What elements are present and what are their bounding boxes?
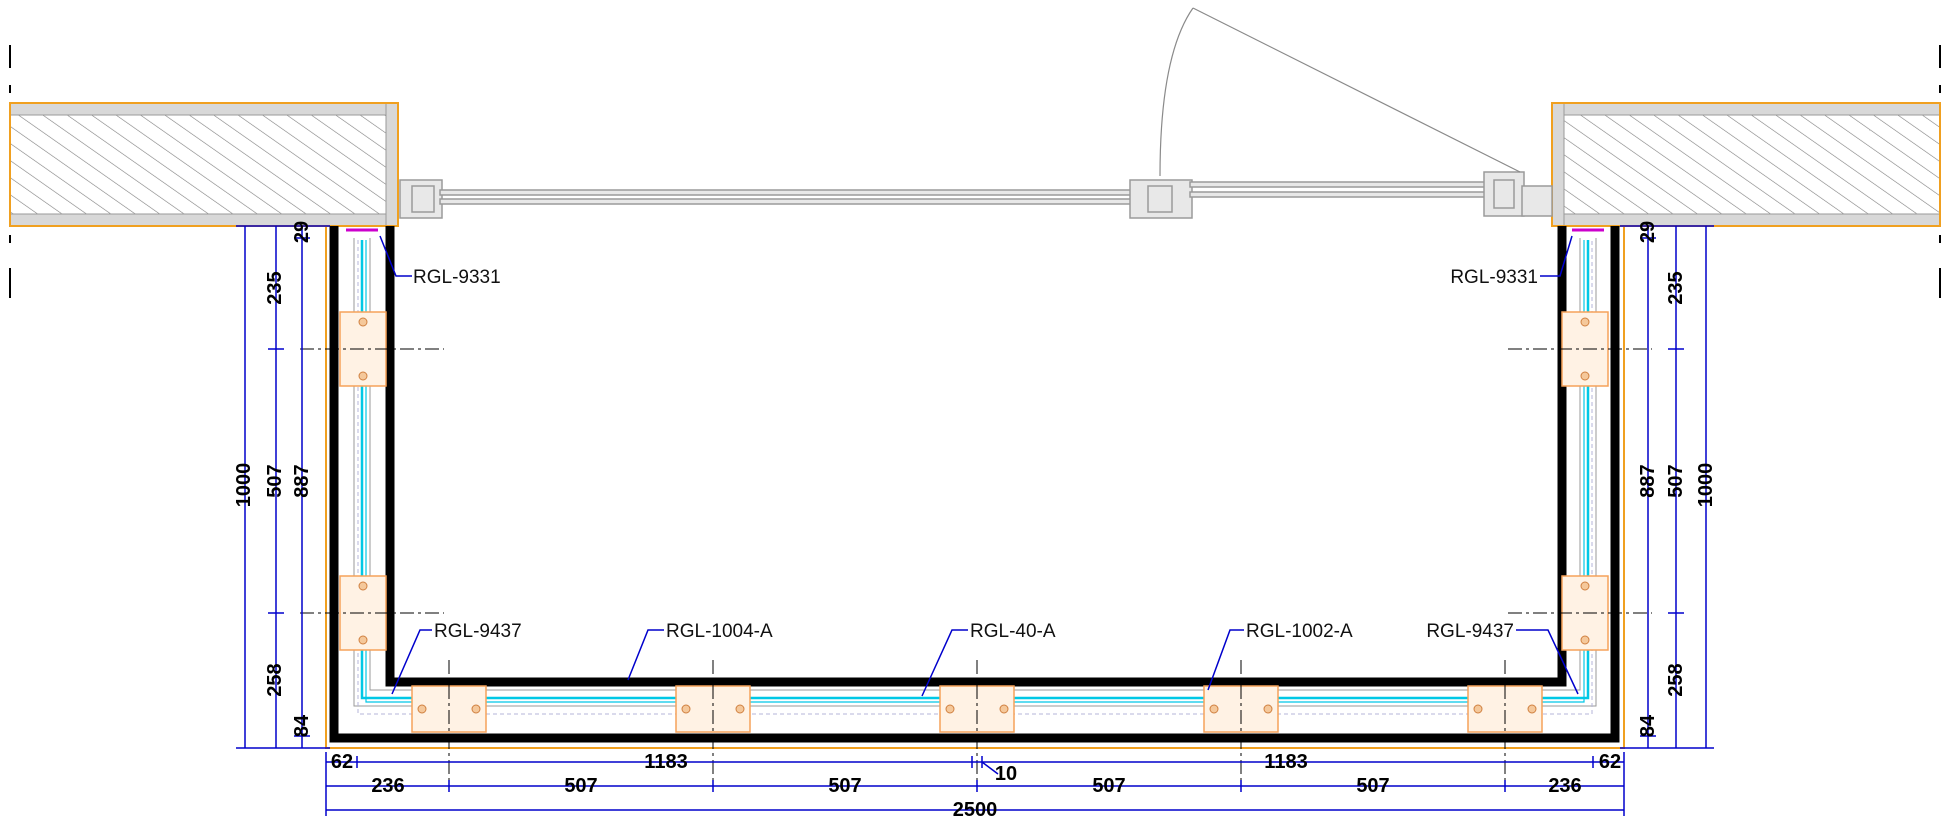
black-frame xyxy=(329,226,1620,743)
dim-row2-236-left: 236 xyxy=(371,775,404,797)
dim-row1-left1183: 1183 xyxy=(644,751,687,773)
left-wall xyxy=(9,102,399,227)
break-lines xyxy=(9,45,1941,298)
dimension-lines xyxy=(236,225,1714,816)
callout-labels: RGL-9331 RGL-9331 RGL-9437 RGL-1004-A RG… xyxy=(413,267,1538,642)
dim-right-887: 887 xyxy=(1637,464,1659,497)
glass-panels xyxy=(353,238,1597,715)
dim-right-84: 84 xyxy=(1637,714,1659,737)
dim-right-235: 235 xyxy=(1665,271,1687,304)
door-profiles xyxy=(399,171,1553,219)
callout-leaders xyxy=(379,235,1579,697)
bracket-bolts xyxy=(358,317,1590,714)
right-wall xyxy=(1551,102,1941,227)
dim-row2-507-3: 507 xyxy=(1092,775,1125,797)
dim-row1-left62: 62 xyxy=(331,751,353,773)
dim-left-235: 235 xyxy=(264,271,286,304)
dim-row2-507-4: 507 xyxy=(1356,775,1389,797)
dim-right-1000: 1000 xyxy=(1695,463,1717,508)
callout-bottom-2: RGL-40-A xyxy=(970,621,1056,642)
dim-left-507: 507 xyxy=(264,464,286,497)
dim-row1-right1183: 1183 xyxy=(1264,751,1307,773)
dim-left-84: 84 xyxy=(291,714,313,737)
dim-row2-236-right: 236 xyxy=(1548,775,1581,797)
dim-right-507: 507 xyxy=(1665,464,1687,497)
dim-row1-gap10: 10 xyxy=(995,763,1017,785)
callout-bottom-1: RGL-1004-A xyxy=(666,621,773,642)
dim-right-29: 29 xyxy=(1637,221,1659,243)
door-swing-arc xyxy=(1159,7,1521,177)
dim-left-258: 258 xyxy=(264,663,286,696)
dimension-texts: 29 235 507 258 84 887 1000 29 235 507 25… xyxy=(233,221,1717,821)
dim-row2-507-1: 507 xyxy=(564,775,597,797)
dim-right-258: 258 xyxy=(1665,663,1687,696)
callout-left-top: RGL-9331 xyxy=(413,267,501,288)
callout-left-bottom: RGL-9437 xyxy=(434,621,522,642)
dim-row2-507-2: 507 xyxy=(828,775,861,797)
dim-total-2500: 2500 xyxy=(953,799,998,821)
dim-left-29: 29 xyxy=(291,221,313,243)
dim-left-1000: 1000 xyxy=(233,463,255,508)
outer-outline xyxy=(325,226,1625,749)
callout-right-top: RGL-9331 xyxy=(1450,267,1538,288)
callout-right-bottom: RGL-9437 xyxy=(1426,621,1514,642)
callout-bottom-3: RGL-1002-A xyxy=(1246,621,1353,642)
center-lines xyxy=(300,348,1652,790)
brackets xyxy=(339,311,1609,733)
dim-left-887: 887 xyxy=(291,464,313,497)
dim-row1-right62: 62 xyxy=(1599,751,1621,773)
